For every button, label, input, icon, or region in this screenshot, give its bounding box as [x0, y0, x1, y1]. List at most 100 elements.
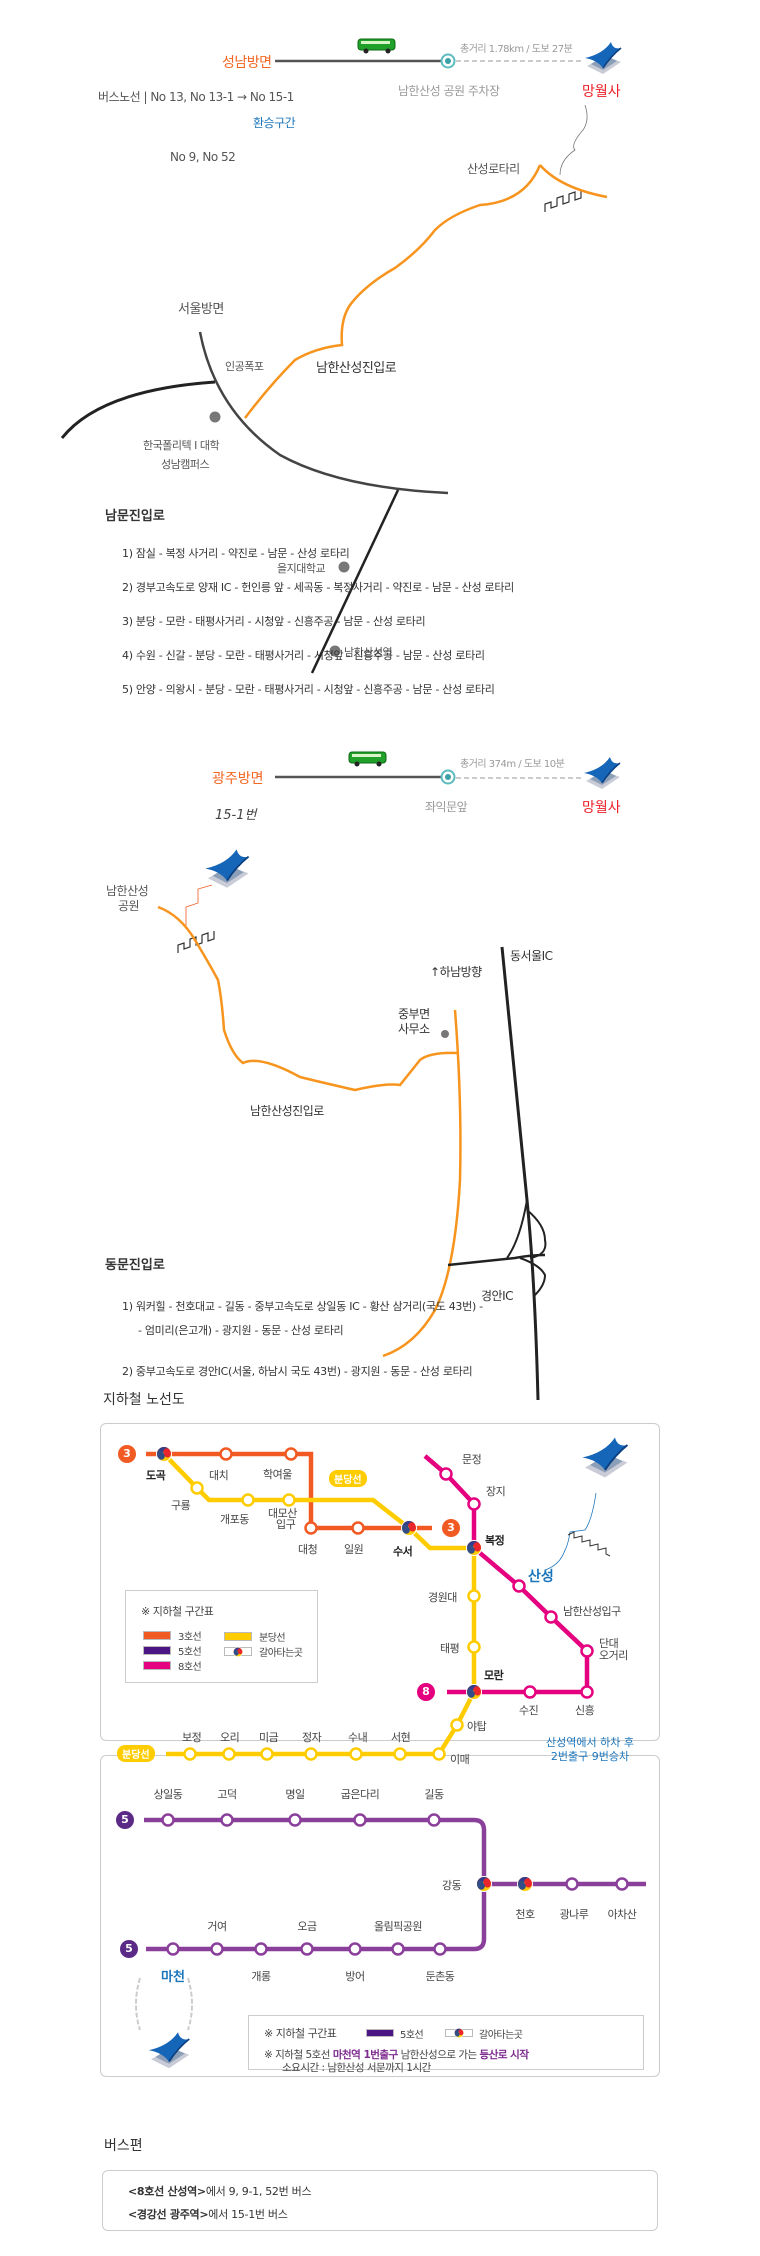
legend-swatch-line8 — [143, 1661, 171, 1670]
map-label: 성남캠퍼스 — [161, 458, 210, 471]
route-item: 2) 경부고속도로 양재 IC - 헌인릉 앞 - 세곡동 - 복정사거리 - … — [122, 581, 514, 594]
temple-icon — [583, 756, 621, 790]
bus-text: 에서 15-1번 버스 — [208, 2208, 288, 2221]
legend-label: 갈아타는곳 — [259, 1648, 303, 1659]
station-label: 모란 — [484, 1669, 504, 1682]
bus-stop-label: 남한산성 공원 주차장 — [398, 84, 500, 98]
transfer-icon — [454, 2028, 464, 2038]
map-label: 공원 — [118, 899, 140, 913]
station-label-line: 대모산 — [268, 1507, 297, 1520]
nammun-routes-title: 남문진입로 — [105, 509, 165, 524]
legend-swatch-line3 — [143, 1631, 171, 1640]
station-label: 올림픽공원 — [373, 1920, 423, 1933]
temple-icon — [584, 41, 622, 75]
route-item: 5) 안양 - 의왕시 - 분당 - 모란 - 태평사거리 - 시청앞 - 신흥… — [122, 683, 495, 696]
station-label: 문정 — [462, 1453, 482, 1466]
line3-badge: 3 — [118, 1445, 136, 1463]
bus-stop-label: 좌익문앞 — [425, 800, 468, 814]
station-label: 신흥 — [575, 1704, 595, 1717]
station-label: 광나루 — [559, 1908, 589, 1921]
station-label-line: 입구 — [276, 1518, 296, 1531]
line8-badge: 8 — [417, 1683, 435, 1701]
legend-label: 갈아타는곳 — [479, 2030, 523, 2041]
legend-label: 8호선 — [178, 1662, 202, 1673]
legend-label: 5호선 — [400, 2030, 424, 2041]
station-label: 보정 — [182, 1731, 202, 1744]
legend-label: 분당선 — [259, 1633, 286, 1644]
legend-title: ※ 지하철 구간표 — [264, 2027, 337, 2040]
route-item: 3) 분당 - 모란 - 태평사거리 - 시청앞 - 신흥주공 - 남문 - 산… — [122, 615, 426, 628]
route-item: - 엄미리(은고개) - 광지원 - 동문 - 산성 로타리 — [138, 1324, 344, 1337]
station-label: 수내 — [348, 1731, 368, 1744]
line5-note-time: 소요시간 : 남한산성 서문까지 1시간 — [282, 2062, 431, 2074]
station-label: 정자 — [302, 1731, 322, 1744]
station-label-line: 단대 — [599, 1637, 619, 1650]
route-item: 1) 잠실 - 복정 사거리 - 약진로 - 남문 - 산성 로타리 — [122, 547, 350, 560]
map-label: 경안IC — [481, 1289, 514, 1303]
station-label: 산성 — [528, 1569, 554, 1585]
map-label: 인공폭포 — [225, 360, 264, 373]
station-label: 아차산 — [607, 1908, 637, 1921]
station-label: 고덕 — [217, 1788, 237, 1801]
bus-station: <경강선 광주역> — [128, 2208, 209, 2221]
transfer-icon — [233, 1647, 243, 1657]
station-label: 태평 — [440, 1642, 460, 1655]
destination-label: 망월사 — [582, 800, 621, 816]
station-label: 수진 — [519, 1704, 539, 1717]
station-label: 학여울 — [263, 1468, 292, 1481]
line5-badge: 5 — [120, 1940, 138, 1958]
nammun-map — [60, 38, 622, 674]
map-label: 남한산성역 — [344, 646, 393, 659]
transfer-label: 환승구간 — [253, 116, 296, 130]
bus-text: 에서 9, 9-1, 52번 버스 — [205, 2185, 312, 2198]
legend-swatch-line5 — [143, 1646, 171, 1655]
station-label: 개롱 — [251, 1970, 271, 1983]
bus-info-panel: <8호선 산성역>에서 9, 9-1, 52번 버스 <경강선 광주역>에서 1… — [102, 2170, 658, 2231]
station-label: 구룡 — [171, 1499, 191, 1512]
legend-swatch-bundang — [224, 1632, 252, 1641]
note-text: ※ 지하철 5호선 — [264, 2049, 330, 2061]
map-label: 남한산성진입로 — [250, 1104, 324, 1118]
bus-number: 15-1번 — [215, 808, 257, 823]
station-label: 이매 — [450, 1753, 470, 1766]
transfer-note-line: 2번출구 9번승차 — [550, 1750, 630, 1763]
direction-label: 광주방면 — [212, 771, 264, 787]
map-label: 한국폴리텍 I 대학 — [143, 439, 220, 452]
station-label: 야탑 — [467, 1720, 487, 1733]
direction-label: 성남방면 — [222, 55, 272, 71]
bus-routes: 버스노선 | No 13, No 13-1 → No 15-1 — [98, 90, 294, 104]
legend-label: 5호선 — [178, 1647, 202, 1658]
station-label: 오리 — [220, 1731, 240, 1744]
station-label: 둔촌동 — [425, 1970, 455, 1983]
distance-text: 총거리 1.78km / 도보 27분 — [460, 44, 573, 55]
route-item: 4) 수원 - 신갈 - 분당 - 모란 - 태평사거리 - 시청앞 - 신흥주… — [122, 649, 485, 662]
note-highlight: 등산로 시작 — [479, 2049, 529, 2061]
legend-swatch-line5 — [366, 2029, 394, 2037]
station-label: 경원대 — [428, 1591, 457, 1604]
station-label: 대청 — [298, 1543, 318, 1556]
station-label: 미금 — [259, 1731, 279, 1744]
subway-map-panel — [100, 1423, 660, 1741]
line5-badge: 5 — [116, 1811, 134, 1829]
station-label: 거여 — [207, 1920, 227, 1933]
bus-title: 버스편 — [104, 2138, 143, 2154]
subway-legend: ※ 지하철 구간표 3호선 5호선 8호선 분당선 갈아타는곳 — [125, 1590, 318, 1683]
line5-note: ※ 지하철 5호선 마천역 1번출구 남한산성으로 가는 등산로 시작 — [264, 2047, 529, 2062]
bundang-badge: 분당선 — [117, 1745, 155, 1762]
station-label-line: 오거리 — [599, 1649, 628, 1662]
bus-routes-2: No 9, No 52 — [170, 150, 236, 164]
legend-swatch-transfer — [445, 2028, 473, 2038]
station-label: 남한산성입구 — [563, 1605, 621, 1618]
map-label: 사무소 — [398, 1022, 430, 1036]
station-label: 길동 — [424, 1788, 444, 1801]
subway-title: 지하철 노선도 — [103, 1392, 185, 1408]
station-label: 명일 — [285, 1788, 305, 1801]
transfer-note-line: 산성역에서 하차 후 — [546, 1736, 634, 1749]
station-label: 방어 — [345, 1970, 365, 1983]
legend-label: 3호선 — [178, 1632, 202, 1643]
station-label: 서현 — [391, 1731, 411, 1744]
temple-icon — [581, 1436, 629, 1479]
